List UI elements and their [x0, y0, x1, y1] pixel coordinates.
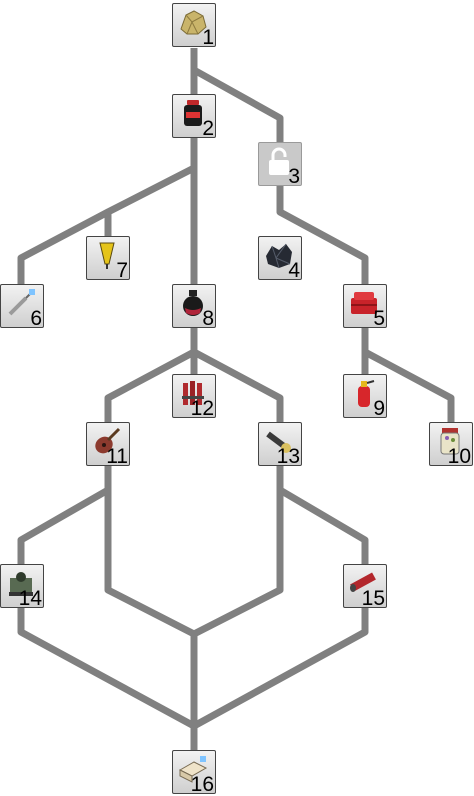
node-number: 14: [18, 587, 42, 610]
tech-node-5[interactable]: 5: [343, 284, 387, 330]
tech-node-16[interactable]: 16: [172, 750, 216, 796]
tech-node-3[interactable]: 3: [258, 142, 302, 188]
connector-to-16: [17, 608, 369, 750]
pickle-jar-icon: [440, 428, 460, 455]
node-number: 8: [202, 307, 214, 330]
node-number: 2: [202, 117, 214, 140]
yellow-drill-icon: [99, 242, 115, 269]
tech-node-13[interactable]: 13: [258, 422, 302, 468]
connector-11-14: [17, 486, 110, 564]
connector-3-4-5: [276, 186, 369, 284]
tech-node-12[interactable]: 12: [172, 374, 216, 420]
node-number: 5: [373, 307, 385, 330]
guitar-icon: [95, 427, 121, 454]
connector-11-13-convergence: [104, 466, 284, 638]
node-number: 6: [30, 307, 42, 330]
red-toolbox-icon: [351, 292, 377, 314]
fire-extinguisher-icon: [358, 380, 375, 407]
tech-node-14[interactable]: 14: [0, 564, 44, 610]
dark-crystal-icon: [266, 243, 292, 269]
tech-node-8[interactable]: 8: [172, 284, 216, 330]
node-number: 3: [288, 165, 300, 188]
tech-node-1[interactable]: 1: [172, 3, 216, 49]
node-number: 7: [116, 259, 128, 282]
connector-2-6-7: [17, 164, 196, 284]
tech-node-4[interactable]: 4: [258, 236, 302, 282]
tech-node-15[interactable]: 15: [343, 564, 387, 610]
ration-box-icon: [178, 756, 208, 783]
syringe-icon: [8, 289, 35, 316]
tech-node-6[interactable]: 6: [0, 284, 44, 330]
black-jar-icon: [184, 100, 202, 126]
node-number: 16: [190, 773, 214, 796]
node-number: 15: [361, 587, 385, 610]
connector-5-9-10: [361, 328, 455, 422]
connector-13-15: [278, 486, 369, 564]
tech-node-11[interactable]: 11: [86, 422, 130, 468]
connector-1-3: [192, 66, 284, 142]
dynamite-bundle-icon: [182, 381, 204, 405]
node-number: 9: [373, 397, 385, 420]
machine-gear-icon: [9, 572, 33, 596]
connector-8-11-12-13: [104, 328, 284, 422]
tech-node-7[interactable]: 7: [86, 236, 130, 282]
node-number: 4: [288, 259, 300, 282]
node-number: 10: [447, 445, 471, 468]
gold-ore-icon: [180, 10, 207, 35]
tech-node-9[interactable]: 9: [343, 374, 387, 420]
node-number: 1: [202, 26, 214, 49]
flashlight-icon: [266, 431, 291, 453]
padlock-icon: [269, 147, 289, 175]
tech-node-10[interactable]: 10: [429, 422, 473, 468]
node-number: 12: [190, 397, 214, 420]
potion-flask-icon: [183, 290, 203, 316]
red-cylinder-icon: [350, 572, 376, 592]
node-number: 11: [106, 445, 128, 468]
node-number: 13: [276, 445, 300, 468]
tech-node-2[interactable]: 2: [172, 94, 216, 140]
